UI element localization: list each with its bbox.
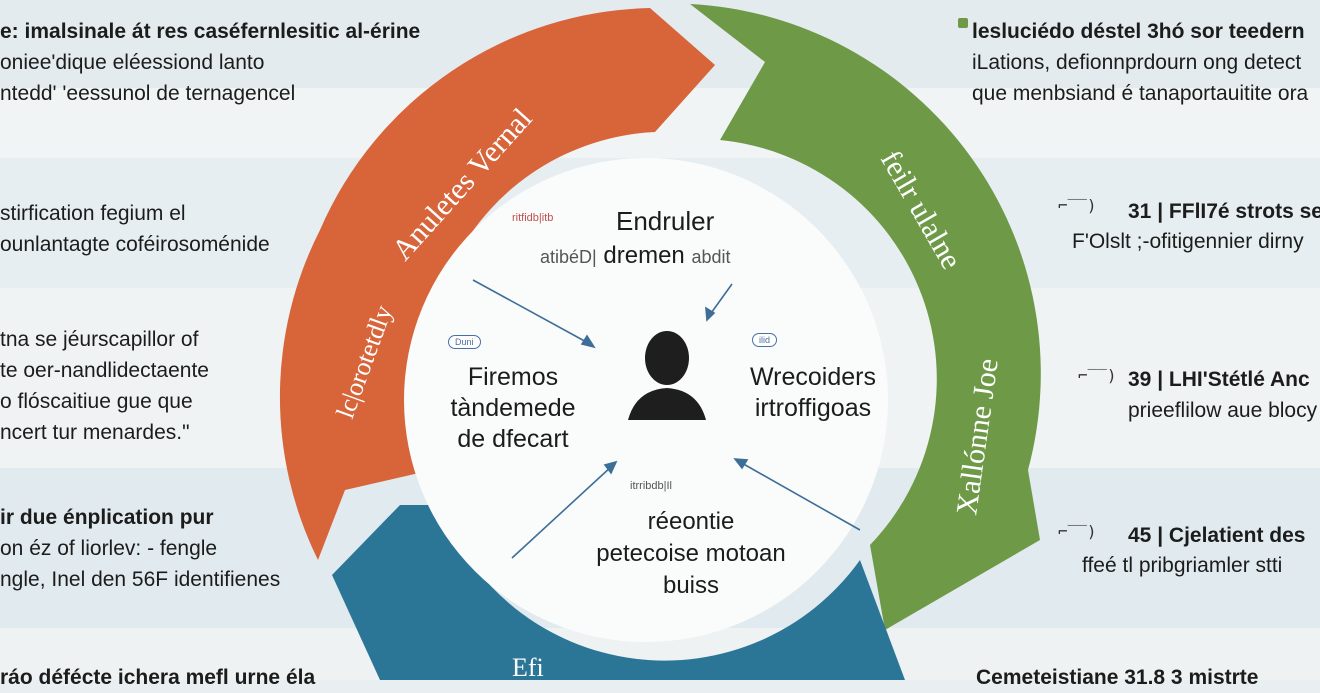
right-block-3-line: | LHI'Stétlé Anc <box>1157 368 1310 391</box>
left-label: Firemos tàndemede de dfecart <box>438 362 588 455</box>
right-block-3-number: 39 <box>1128 368 1152 391</box>
top-subtitle-main: dremen <box>603 242 685 269</box>
top-note: ritfidb|itb <box>512 212 554 224</box>
right-label-line: Wrecoiders <box>750 363 876 391</box>
right-block-1: lesluciédo déstel 3hó sor teedern iLatio… <box>972 16 1308 109</box>
left-block-2: stirfication fegium el ounlantagte coféi… <box>0 198 270 260</box>
bracket-marker-icon: ⌐‾‾) <box>1058 522 1097 541</box>
top-subtitle-left: atibéD| <box>540 247 597 267</box>
left-block-4: ir due énplication pur on éz of liorlev:… <box>0 502 280 595</box>
left-label-line: Firemos <box>467 363 559 391</box>
bottom-label-line: réeontie <box>647 508 735 535</box>
top-subtitle-right: abdit <box>691 247 731 267</box>
right-block-2: 31 | FFlI7é strots se <box>1128 196 1320 227</box>
right-label-line: irtroffigoas <box>754 394 872 422</box>
left-label-line: de dfecart <box>457 425 569 453</box>
left-block-1: e: imalsinale át res caséfernlesitic al-… <box>0 16 420 109</box>
left-label-line: tàndemede <box>450 394 576 422</box>
green-arc <box>690 4 1041 630</box>
right-block-2-sub: F'Olslt ;-ofitigennier dirny <box>1072 230 1304 253</box>
blue-arc-label: Efi <box>512 653 544 680</box>
left-block-1-line: e: imalsinale át res caséfernlesitic al-… <box>0 20 421 43</box>
arrow-head-icon <box>733 458 749 470</box>
left-block-1-line: ntedd' 'eessunol de ternagencel <box>0 82 296 105</box>
left-block-3-line: o flóscaitiue gue que <box>0 390 193 413</box>
left-block-3: tna se jéurscapillor of te oer-nandlidec… <box>0 324 209 448</box>
blue-arc <box>332 505 905 680</box>
right-badge: ilid <box>752 333 778 347</box>
right-block-4-sub: ffeé tl pribgriamler stti <box>1082 554 1283 577</box>
bracket-marker-icon: ⌐‾‾) <box>1058 196 1097 215</box>
bottom-label-line: buiss <box>662 572 720 599</box>
right-label: Wrecoiders irtroffigoas <box>738 362 888 424</box>
left-badge: Duni <box>448 335 481 349</box>
arrow-group <box>472 279 861 559</box>
right-block-3-line: prieeflilow aue blocy <box>1128 399 1318 422</box>
arrow-line <box>739 461 861 531</box>
orange-arc <box>279 8 715 560</box>
arrow-line <box>708 283 733 317</box>
arrow-line <box>472 279 591 345</box>
bottom-label: réeontie petecoise motoan buiss <box>566 506 816 602</box>
bracket-marker-icon: ⌐‾‾) <box>1078 366 1117 385</box>
top-title: Endruler <box>616 206 715 236</box>
person-icon <box>628 331 706 420</box>
arrow-line <box>511 465 613 559</box>
right-block-2-line: | FFlI7é strots se <box>1157 200 1320 223</box>
left-block-2-line: ounlantagte coféirosoménide <box>0 233 270 256</box>
right-block-4-line: | Cjelatient des <box>1157 524 1306 547</box>
left-block-4-line: on éz of liorlev: - fengle <box>0 537 218 560</box>
arrow-head-icon <box>580 334 596 349</box>
arrow-head-icon <box>603 460 618 475</box>
right-block-3: 39 | LHI'Stétlé Anc prieeflilow aue bloc… <box>1128 364 1317 426</box>
right-block-1-line: lesluciédo déstel 3hó sor teedern <box>972 20 1305 43</box>
right-block-4: 45 | Cjelatient des <box>1128 520 1305 551</box>
top-subtitle: atibéD| dremen abdit <box>540 242 730 270</box>
right-block-2-number: 31 <box>1128 200 1152 223</box>
right-block-4-number: 45 <box>1128 524 1152 547</box>
right-block-1-line: iLations, defionnprdourn ong detect <box>972 51 1302 74</box>
left-block-3-line: te oer-nandlidectaente <box>0 359 209 382</box>
left-block-4-line: ngle, Inel den 56F identifienes <box>0 568 281 591</box>
bottom-note: itrribdb|Il <box>630 480 672 492</box>
green-bullet-icon <box>958 18 968 28</box>
bottom-label-line: petecoise motoan <box>596 540 786 567</box>
left-block-2-line: stirfication fegium el <box>0 202 186 225</box>
left-block-4-line: ir due énplication pur <box>0 506 214 529</box>
left-block-1-line: oniee'dique eléessiond lanto <box>0 51 265 74</box>
right-block-1-line: que menbsiand é tanaportauitite ora <box>972 82 1309 105</box>
left-block-3-line: ncert tur menardes." <box>0 421 190 444</box>
arrow-head-icon <box>705 306 716 322</box>
left-block-3-line: tna se jéurscapillor of <box>0 328 199 351</box>
